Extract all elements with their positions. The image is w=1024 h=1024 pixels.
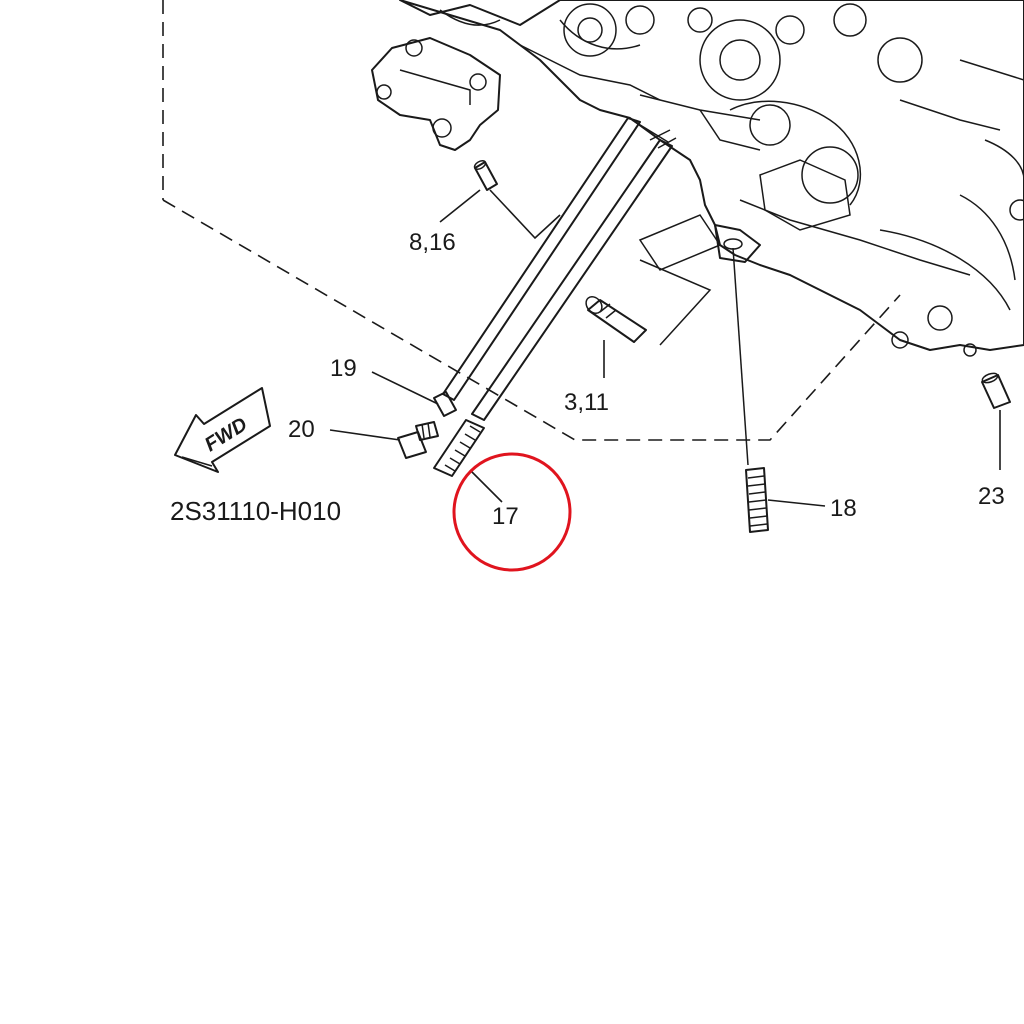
sleeve-part-3-11 bbox=[585, 296, 647, 343]
bolt-part-20 bbox=[397, 421, 439, 459]
leader-lines bbox=[329, 189, 1001, 507]
callout-8-16: 8,16 bbox=[409, 229, 456, 256]
pin-part-19 bbox=[433, 391, 457, 417]
callout-20: 20 bbox=[288, 416, 315, 443]
bracket-part bbox=[371, 37, 501, 151]
stud-part-18 bbox=[732, 247, 769, 533]
long-studs-17-19 bbox=[442, 117, 677, 421]
callout-3-11: 3,11 bbox=[564, 389, 609, 416]
callout-18: 18 bbox=[830, 495, 857, 522]
dowel-part-23 bbox=[981, 372, 1011, 409]
threaded-stud-part-17 bbox=[433, 419, 485, 477]
callout-19: 19 bbox=[330, 355, 357, 382]
callout-23: 23 bbox=[978, 483, 1005, 510]
callout-17: 17 bbox=[492, 503, 519, 530]
highlight-circle bbox=[452, 452, 572, 572]
fwd-direction-arrow: FWD bbox=[174, 387, 271, 473]
cylinder-head-block bbox=[399, 0, 1024, 357]
fwd-label: FWD bbox=[201, 413, 251, 456]
assembly-boundary-dashed bbox=[162, 0, 901, 441]
part-code-label: 2S31110-H010 bbox=[170, 496, 341, 526]
dowel-part-8-16 bbox=[473, 159, 498, 191]
